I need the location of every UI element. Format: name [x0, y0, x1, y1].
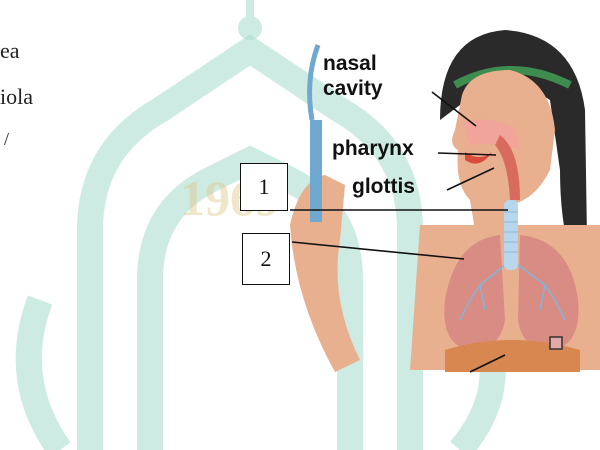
inhaler	[310, 120, 322, 222]
label-box-2: 2	[242, 233, 290, 285]
label-pharynx: pharynx	[332, 138, 414, 159]
label-glottis: glottis	[352, 176, 415, 197]
small-marker	[550, 337, 562, 349]
arm	[290, 175, 360, 372]
inhaler-tube	[310, 45, 318, 120]
label-box-1: 1	[240, 163, 288, 211]
label-cavity: cavity	[323, 78, 383, 99]
label-nasal: nasal	[323, 53, 377, 74]
